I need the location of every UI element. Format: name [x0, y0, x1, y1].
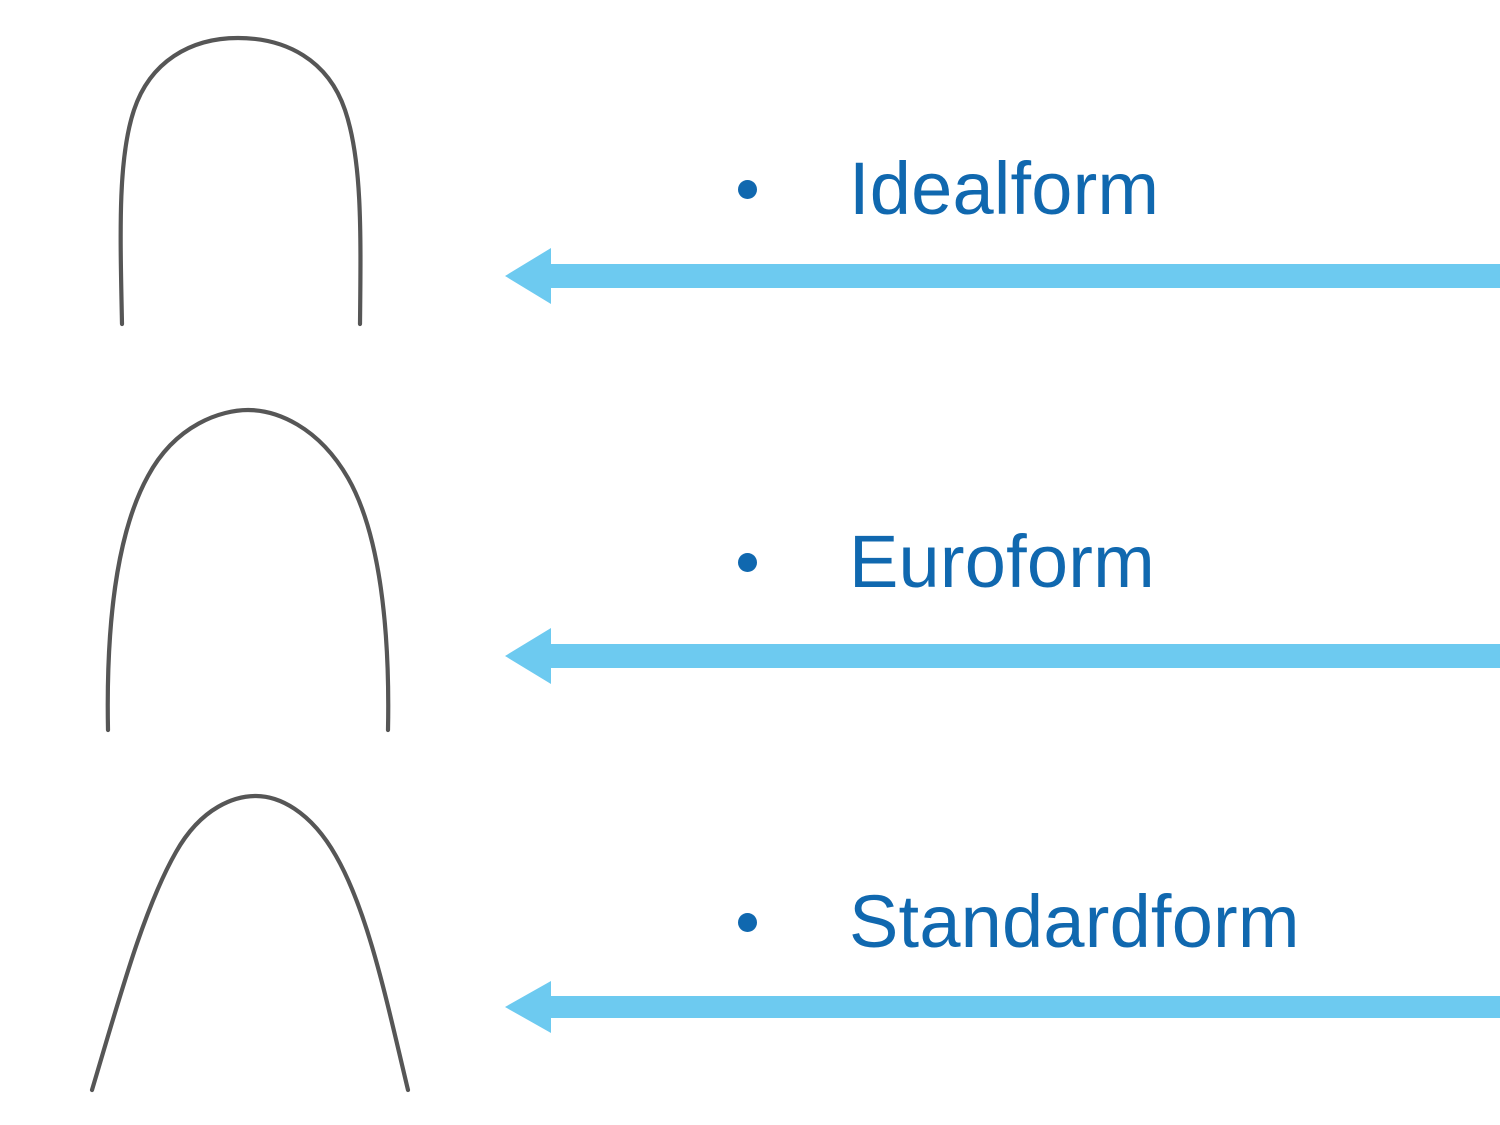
idealform-archwire — [60, 18, 500, 338]
euroform-archwire — [60, 398, 500, 743]
standardform-archwire-path — [89, 793, 411, 1093]
idealform-archwire-drawing — [118, 35, 363, 327]
bullet-item-idealform[interactable]: Idealform — [738, 152, 1159, 226]
standardform-archwire-drawing — [89, 793, 411, 1093]
arrow-to-standardform-archwire — [505, 975, 1500, 1039]
bullet-point-icon — [738, 552, 757, 572]
arrow-to-standardform-archwire-shape — [505, 981, 1500, 1033]
idealform-archwire-path — [118, 35, 363, 327]
standardform-archwire — [60, 782, 500, 1102]
arrow-to-idealform-archwire — [505, 244, 1500, 308]
euroform-archwire-drawing — [105, 407, 391, 733]
euroform-archwire-path — [105, 407, 391, 733]
bullet-point-icon — [738, 179, 757, 199]
left-arrow-icon — [505, 981, 1500, 1033]
left-arrow-icon — [505, 628, 1500, 684]
arrow-to-idealform-archwire-shape — [505, 248, 1500, 304]
left-arrow-icon — [505, 248, 1500, 304]
bullet-label-idealform: Idealform — [849, 147, 1160, 230]
bullet-label-standardform: Standardform — [849, 880, 1300, 963]
bullet-item-standardform[interactable]: Standardform — [738, 885, 1300, 959]
arrow-to-euroform-archwire-shape — [505, 628, 1500, 684]
arrow-to-euroform-archwire — [505, 624, 1500, 688]
bullet-item-euroform[interactable]: Euroform — [738, 525, 1155, 599]
bullet-label-euroform: Euroform — [849, 520, 1155, 603]
bullet-point-icon — [738, 912, 757, 932]
